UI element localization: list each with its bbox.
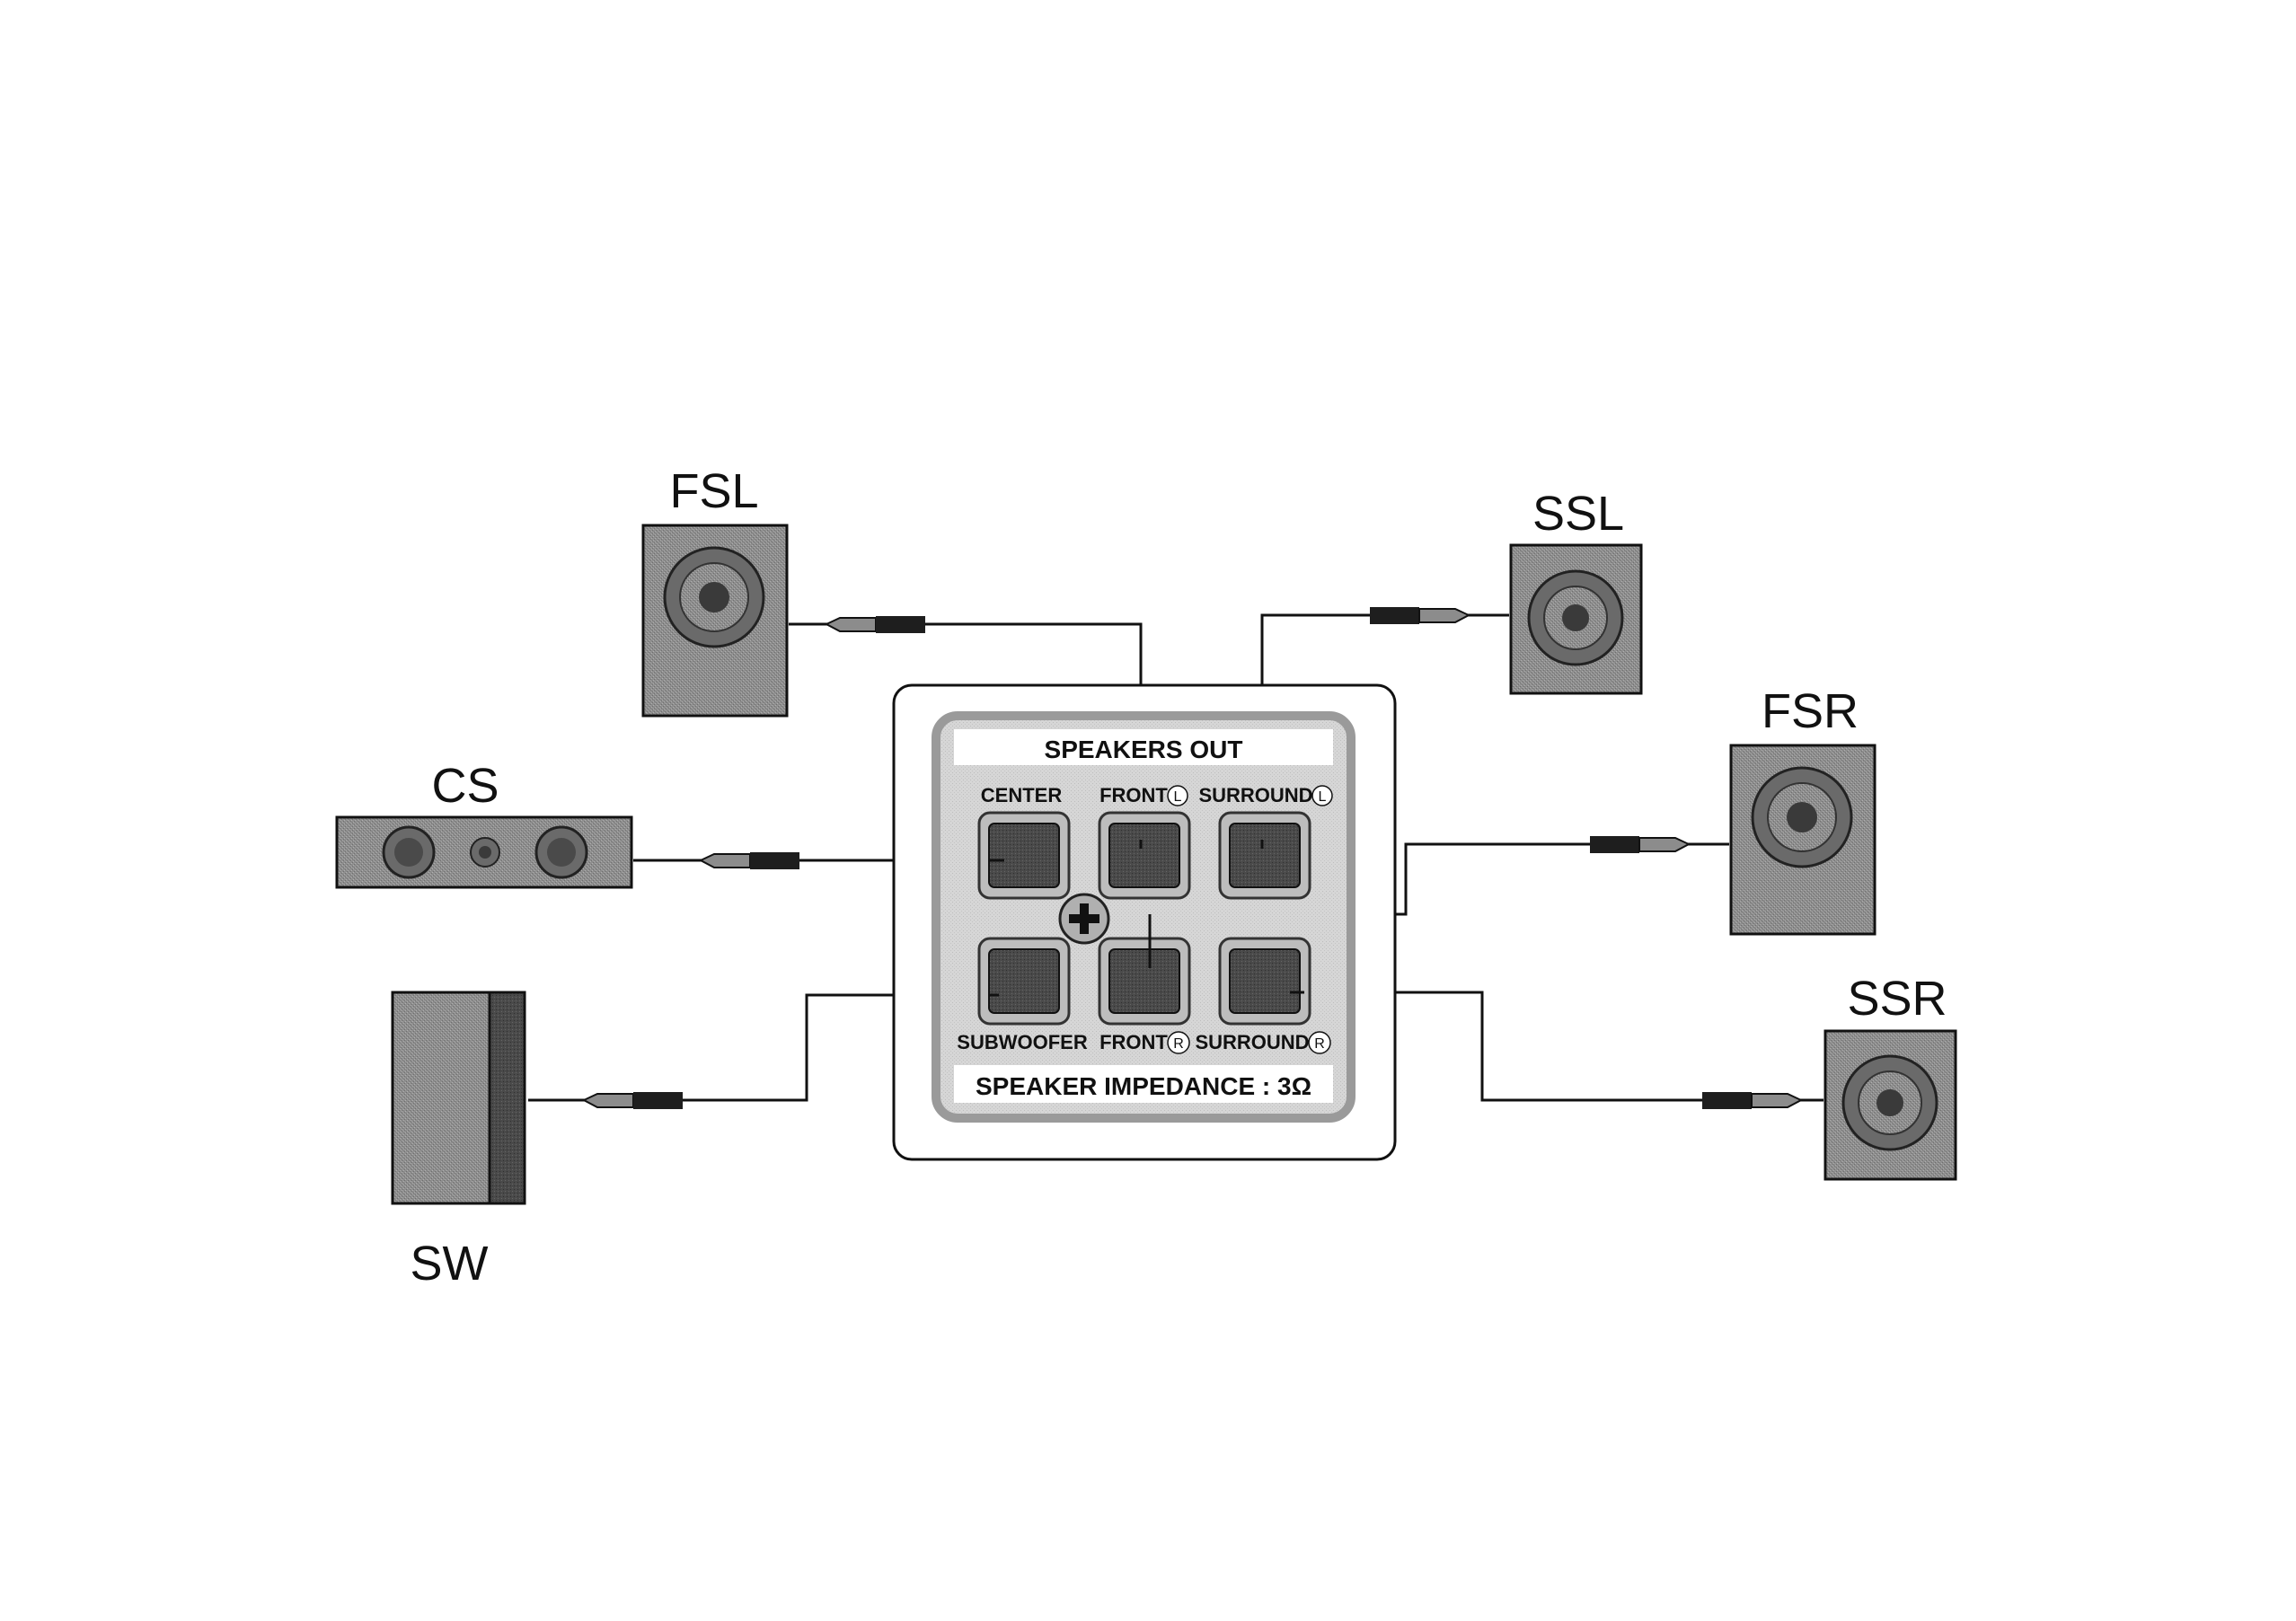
speaker-cs: [335, 815, 633, 889]
speaker-ssr: [1824, 1029, 1957, 1181]
speaker-fsl: [641, 524, 789, 718]
terminal-surround-l[interactable]: [1218, 811, 1311, 900]
terminal-subwoofer[interactable]: [977, 937, 1071, 1026]
label-fsr: FSR: [1762, 684, 1859, 738]
badge-left-front: [1167, 785, 1188, 806]
speaker-impedance-label: SPEAKER IMPEDANCE : 3Ω: [976, 1072, 1311, 1100]
terminal-label-front-r: FRONT: [1099, 1031, 1168, 1053]
terminal-label-subwoofer: SUBWOOFER: [957, 1031, 1088, 1053]
label-cs: CS: [431, 759, 499, 813]
plug-ssr: [1702, 1092, 1804, 1109]
plug-sw: [581, 1092, 683, 1109]
plug-fsl: [824, 616, 925, 633]
badge-right-front-text: R: [1173, 1036, 1184, 1052]
terminal-label-front-l: FRONT: [1099, 784, 1168, 806]
label-ssr: SSR: [1847, 972, 1947, 1026]
terminal-front-l[interactable]: [1098, 811, 1191, 900]
label-sw: SW: [411, 1237, 489, 1291]
plug-ssl: [1370, 607, 1471, 624]
badge-right-front: [1167, 1031, 1190, 1054]
speaker-ssl: [1509, 543, 1643, 695]
terminal-label-center: CENTER: [981, 784, 1063, 806]
terminal-label-surround-r: SURROUND: [1195, 1031, 1309, 1053]
terminal-center[interactable]: [977, 811, 1071, 900]
plus-icon: [1058, 893, 1110, 945]
plug-cs: [698, 852, 799, 869]
panel-title: SPEAKERS OUT: [1045, 736, 1243, 763]
badge-right-surround-text: R: [1314, 1036, 1325, 1052]
badge-left-surround-text: L: [1319, 789, 1327, 805]
terminal-front-r[interactable]: [1098, 937, 1191, 1026]
terminal-surround-r[interactable]: [1218, 937, 1311, 1026]
speaker-fsr: [1729, 744, 1877, 936]
plug-fsr: [1590, 836, 1691, 853]
label-fsl: FSL: [669, 464, 758, 518]
wire-terminal-ends: [988, 840, 1304, 997]
badge-left-front-text: L: [1174, 789, 1182, 805]
badge-right-surround: [1308, 1031, 1331, 1054]
terminal-label-surround-l: SURROUND: [1198, 784, 1312, 806]
speaker-sw: [391, 991, 526, 1205]
label-ssl: SSL: [1532, 487, 1624, 541]
badge-left-surround: [1311, 785, 1333, 806]
